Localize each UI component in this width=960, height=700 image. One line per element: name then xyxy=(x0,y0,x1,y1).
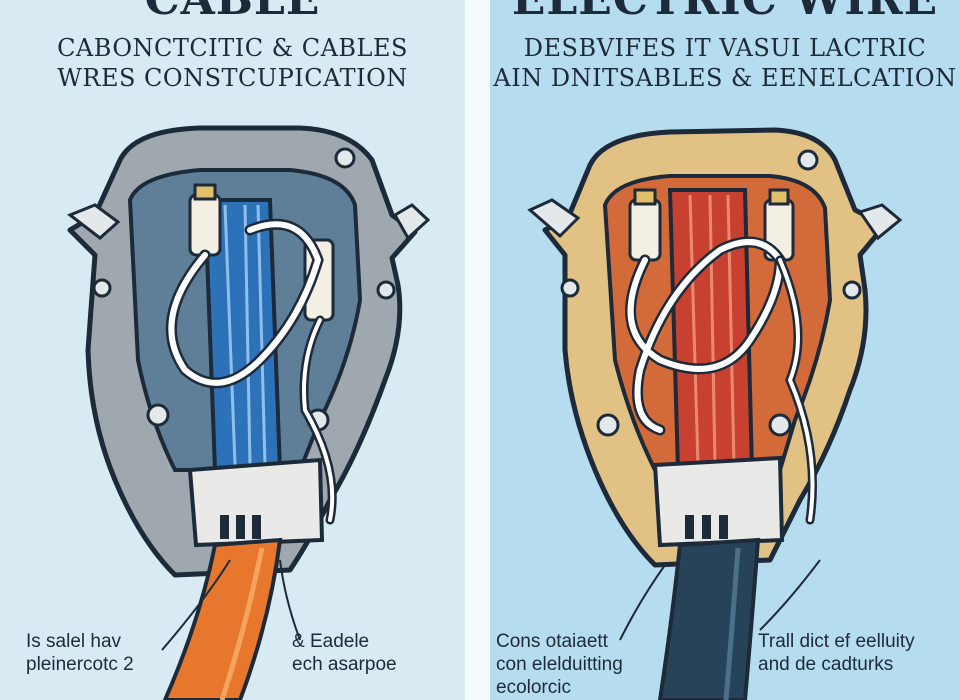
wire-terminal xyxy=(628,198,662,262)
cable-right-clamp xyxy=(392,203,431,241)
cable-caption-right: & Eadele ech asarpoe xyxy=(292,630,397,676)
wire-left-clamp xyxy=(527,198,581,239)
cable-subtitle-line-2: WRES CONSTCUPICATION xyxy=(57,64,408,92)
wire-right-clamp xyxy=(857,203,903,241)
cable-left-clamp xyxy=(66,203,121,240)
cable-terminal xyxy=(193,183,217,201)
caption-line: & Eadele xyxy=(292,631,370,652)
wire-screw xyxy=(797,149,819,171)
electric-wire-panel: ELECTRIC WIRE DESBVIFES IT VASUI LACTRIC… xyxy=(490,0,960,700)
cable-screw xyxy=(334,147,356,169)
caption-line: con elelduitting xyxy=(496,654,623,675)
caption-line: ecolorcic xyxy=(496,677,571,698)
wire-subtitle-line-2: AIN DNITSABLES & EENELCATION xyxy=(493,64,957,92)
wire-caption-right: Trall dict ef eelluity and de cadturks xyxy=(758,630,915,676)
wire-screw xyxy=(768,413,792,437)
wire-title: ELECTRIC WIRE xyxy=(490,0,960,25)
cable-subtitle-line-1: CABONCTCITIC & CABLES xyxy=(57,34,408,62)
wire-screw xyxy=(842,280,862,300)
wire-screw xyxy=(560,278,580,298)
panel-divider xyxy=(465,0,490,700)
caption-line: and de cadturks xyxy=(758,654,894,675)
caption-line: Is salel hav xyxy=(26,631,122,652)
caption-line: pleinercotc 2 xyxy=(26,654,134,675)
cable-screw xyxy=(376,280,396,300)
cable-sheath xyxy=(162,537,283,700)
cable-screw xyxy=(146,403,170,427)
cable-connector-illustration xyxy=(66,125,431,700)
caption-line: Cons otaiaett xyxy=(496,631,608,652)
wire-terminal xyxy=(768,188,790,206)
cable-screw xyxy=(92,278,112,298)
wire-terminal xyxy=(633,188,657,206)
wire-screw xyxy=(596,413,620,437)
caption-line: ech asarpoe xyxy=(292,654,397,675)
wire-caption-left: Cons otaiaett con elelduitting ecolorcic xyxy=(496,630,623,699)
cable-caption-left: Is salel hav pleinercotc 2 xyxy=(26,630,134,676)
caption-line: Trall dict ef eelluity xyxy=(758,631,915,652)
cable-panel: CABLE CABONCTCITIC & CABLES WRES CONSTCU… xyxy=(0,0,465,700)
cable-title: CABLE xyxy=(0,0,465,25)
wire-subtitle-line-1: DESBVIFES IT VASUI LACTRIC xyxy=(523,34,927,62)
wire-connector-illustration xyxy=(527,127,903,700)
wire-strain-relief xyxy=(652,455,785,548)
cable-terminal xyxy=(188,193,222,257)
